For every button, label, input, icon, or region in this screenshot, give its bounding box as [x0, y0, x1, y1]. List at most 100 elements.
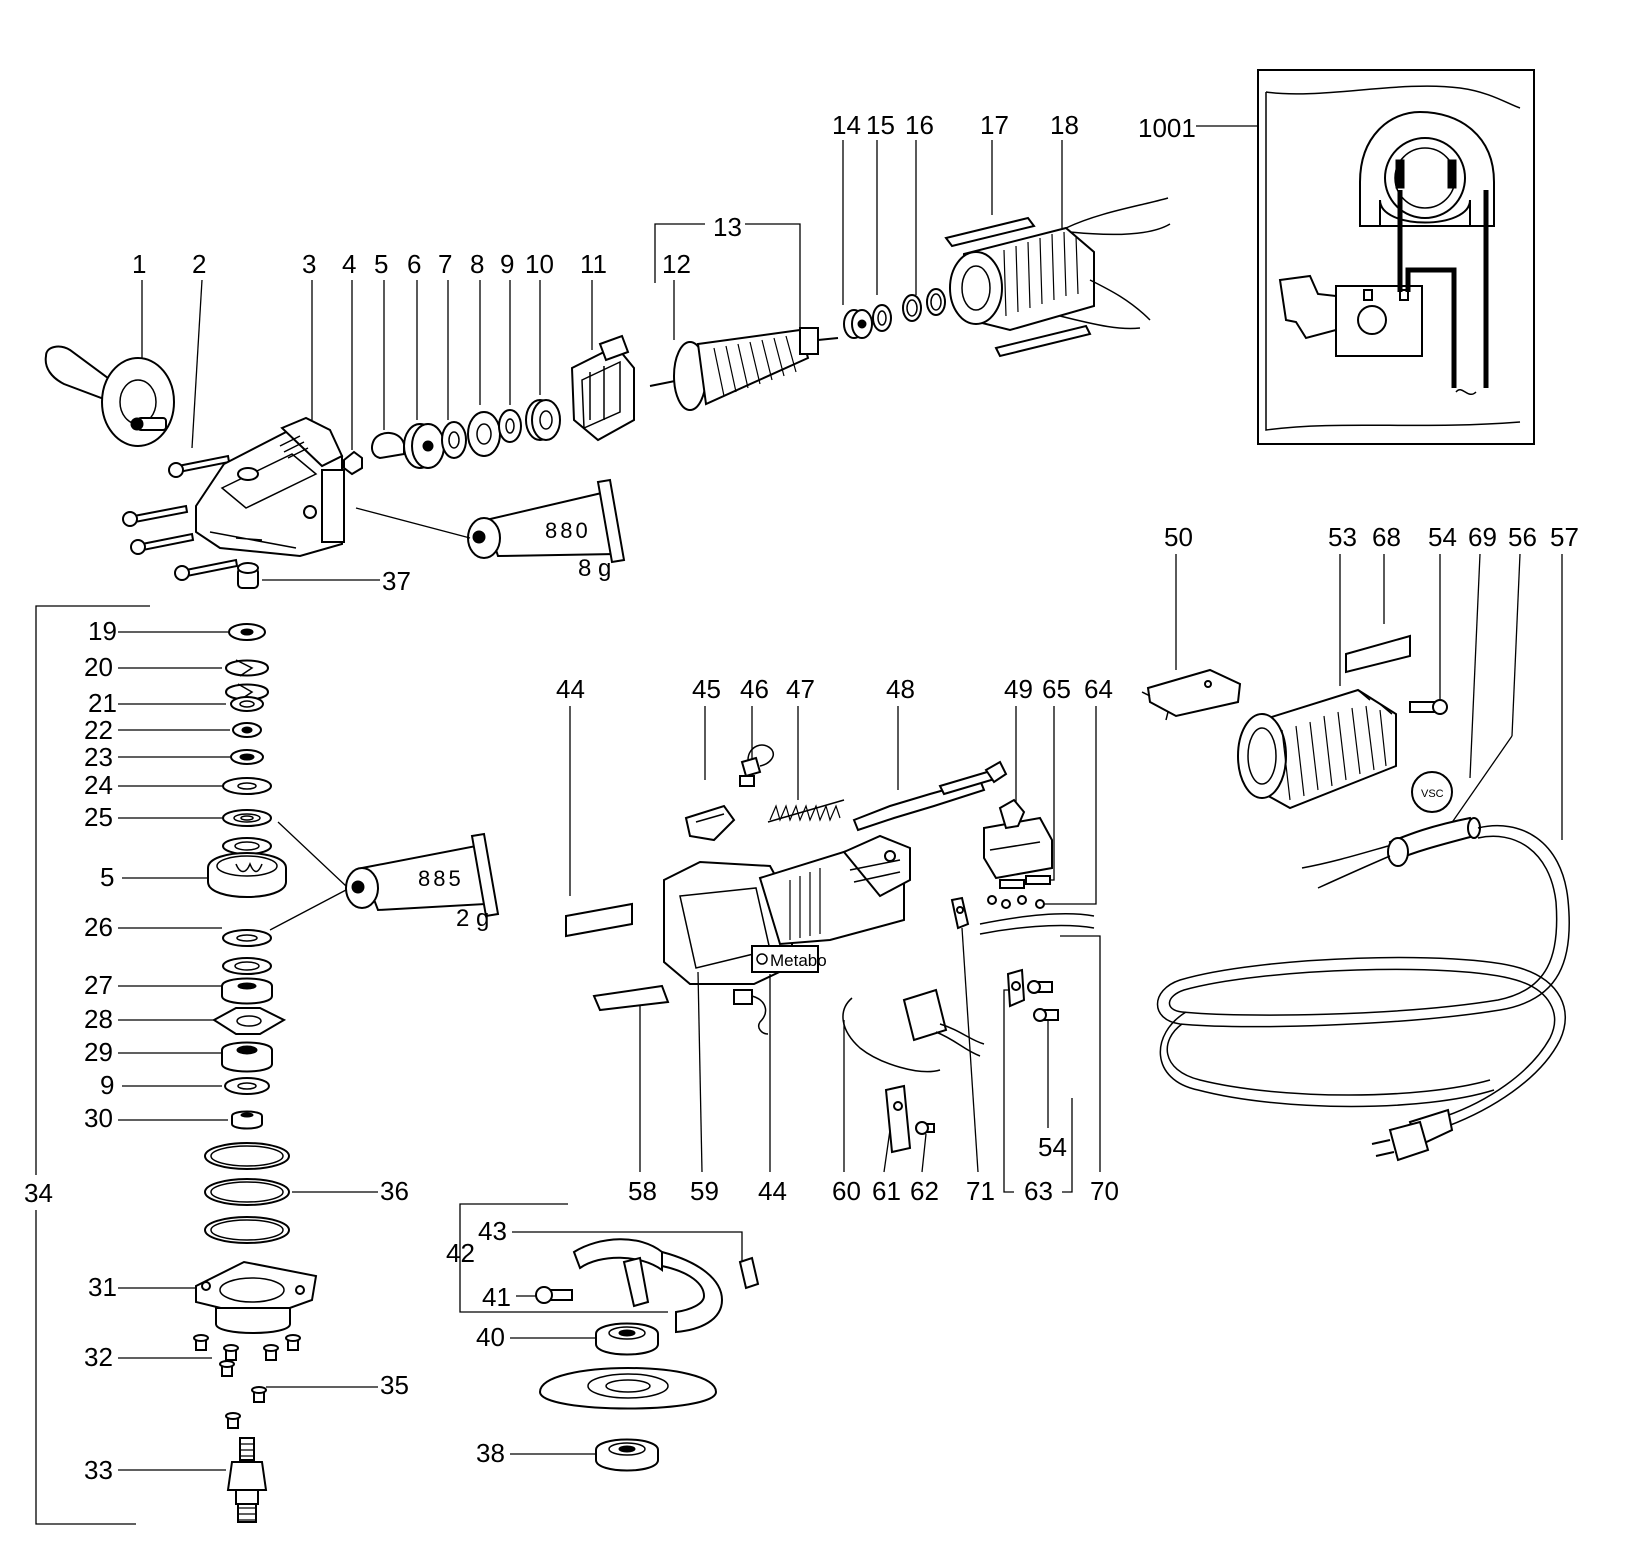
label-part-2: 2	[192, 249, 206, 279]
label-part-29: 29	[84, 1037, 113, 1067]
part-62-screw	[915, 1121, 935, 1135]
label-part-62: 62	[910, 1176, 939, 1206]
part-2-screws	[122, 454, 239, 581]
label-part-40: 40	[476, 1322, 505, 1352]
label-part-3: 3	[302, 249, 316, 279]
label-part-43: 43	[478, 1216, 507, 1246]
housing-brand-metabo: Metabo	[770, 951, 827, 970]
label-part-57: 57	[1550, 522, 1579, 552]
grease-amount-2g: 2 g	[456, 905, 489, 932]
label-part-20: 20	[84, 652, 113, 682]
part-69-vsc-badge: VSC	[1411, 771, 1453, 813]
label-part-34: 34	[24, 1178, 53, 1208]
part-60-capacitor	[842, 988, 985, 1073]
label-part-28: 28	[84, 1004, 113, 1034]
label-part-42: 42	[446, 1238, 475, 1268]
labels-right: 50 53 68 54 69 56 57	[1164, 522, 1579, 552]
label-part-19: 19	[88, 616, 117, 646]
label-part-21: 21	[88, 688, 117, 718]
bracket-34: 34	[24, 605, 150, 1525]
label-part-12: 12	[662, 249, 691, 279]
part-49-switch	[983, 798, 1053, 909]
label-part-71: 71	[966, 1176, 995, 1206]
labels-center-bottom: 58 59 44 60 61 62 71 63 70 54	[628, 1132, 1119, 1206]
label-part-17: 17	[980, 110, 1009, 140]
grease-tube-880: 880 8 g	[355, 478, 626, 582]
label-part-48: 48	[886, 674, 915, 704]
flanges-40-38: 40 38	[476, 1322, 718, 1472]
label-part-59: 59	[690, 1176, 719, 1206]
part-54-screw	[1409, 699, 1448, 715]
labels-top-row: 1 2 3 4 5 6 7 8 9 10 11 12 13 14 15 16 1…	[132, 110, 1196, 279]
label-part-15: 15	[866, 110, 895, 140]
part-1-side-handle	[44, 345, 175, 447]
label-part-11: 11	[580, 249, 607, 279]
grease-code-880: 880	[545, 518, 591, 543]
label-part-65: 65	[1042, 674, 1071, 704]
label-part-6: 6	[407, 249, 421, 279]
grease-amount-8g: 8 g	[578, 555, 611, 582]
wires-70	[979, 913, 1095, 935]
label-part-36: 36	[380, 1176, 409, 1206]
label-part-10: 10	[525, 249, 554, 279]
label-part-35: 35	[380, 1370, 409, 1400]
label-part-64: 64	[1084, 674, 1113, 704]
label-part-22: 22	[84, 715, 113, 745]
part-11-fan-baffle	[570, 334, 635, 442]
label-part-30: 30	[84, 1103, 113, 1133]
part-61-plate	[884, 1084, 912, 1154]
left-column-parts	[193, 623, 318, 1523]
label-part-5b: 5	[100, 862, 114, 892]
label-part-37: 37	[382, 566, 411, 596]
grease-code-885: 885	[418, 866, 464, 891]
label-part-60: 60	[832, 1176, 861, 1206]
label-part-25: 25	[84, 802, 113, 832]
label-part-68: 68	[1372, 522, 1401, 552]
leaders-center-bottom	[639, 927, 1101, 1193]
label-part-46: 46	[740, 674, 769, 704]
part-63-clamp	[1006, 968, 1059, 1022]
label-part-23: 23	[84, 742, 113, 772]
part-56-cable-sleeve	[1301, 816, 1481, 889]
label-part-1001: 1001	[1138, 113, 1196, 143]
label-part-1: 1	[132, 249, 146, 279]
leaders-center-top	[569, 706, 1097, 905]
bracket-42: 42 43 41	[446, 1203, 743, 1313]
part-37-spacer: 37	[237, 562, 411, 596]
label-part-27: 27	[84, 970, 113, 1000]
part-17-18-stator	[944, 197, 1171, 358]
leaders-right	[1175, 553, 1563, 840]
label-part-32: 32	[84, 1342, 113, 1372]
label-part-38: 38	[476, 1438, 505, 1468]
part-50-cover-plate	[1141, 668, 1242, 721]
part-44-label-strip	[565, 902, 670, 1012]
label-part-41: 41	[482, 1282, 511, 1312]
part-1001-wiring-detail	[1257, 69, 1535, 445]
part-57-power-cable	[1156, 824, 1571, 1162]
labels-center-top: 44 45 46 47 48 49 65 64	[556, 674, 1113, 704]
part-47-spring	[767, 799, 845, 823]
leaders-top-row	[141, 125, 1258, 450]
label-part-13: 13	[713, 212, 742, 242]
label-part-49: 49	[1004, 674, 1033, 704]
leaders-left-column	[118, 631, 378, 1471]
label-part-18: 18	[1050, 110, 1079, 140]
parts-14-15-16-rings	[843, 288, 946, 339]
label-part-5: 5	[374, 249, 388, 279]
label-part-54a: 54	[1428, 522, 1457, 552]
part-59-motor-housing: Metabo	[663, 834, 911, 985]
part-42-wheel-guard	[572, 1238, 760, 1334]
label-part-58: 58	[628, 1176, 657, 1206]
part-46-brush	[739, 744, 774, 787]
label-part-53: 53	[1328, 522, 1357, 552]
part-48-switch-rod	[852, 760, 1008, 832]
label-part-8: 8	[470, 249, 484, 279]
label-part-9: 9	[500, 249, 514, 279]
label-part-69: 69	[1468, 522, 1497, 552]
label-part-63: 63	[1024, 1176, 1053, 1206]
screws-32	[193, 1334, 301, 1429]
part-12-armature	[649, 327, 839, 411]
part-71-clip	[950, 896, 970, 930]
label-part-44b: 44	[758, 1176, 787, 1206]
